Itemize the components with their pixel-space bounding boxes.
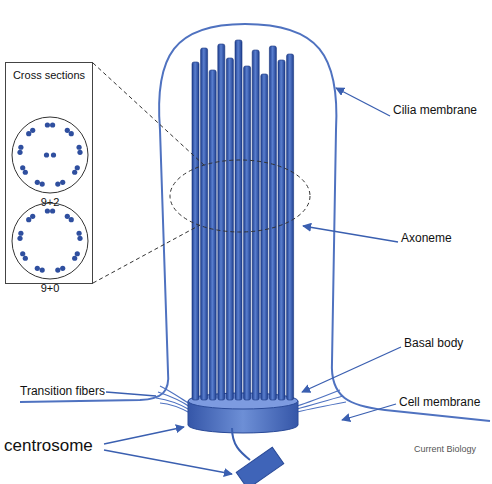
microtubule	[18, 231, 23, 236]
microtubule	[35, 266, 40, 271]
part-label: centrosome	[4, 436, 93, 456]
microtubule	[30, 214, 35, 219]
microtubule	[26, 131, 31, 136]
microtubule	[44, 152, 49, 157]
zoom-line	[93, 225, 200, 283]
microtubule	[55, 267, 60, 272]
microtubule	[55, 181, 60, 186]
axoneme-rods	[192, 40, 294, 400]
microtubule	[45, 122, 50, 127]
section-outline	[12, 117, 88, 193]
section-ellipse	[170, 160, 310, 232]
leader-lines	[104, 88, 401, 474]
microtubule	[50, 208, 55, 213]
axoneme-rod	[218, 44, 225, 400]
section-label: 9+0	[10, 282, 90, 295]
microtubule	[30, 128, 35, 133]
axoneme-rod	[261, 74, 268, 400]
microtubule	[76, 145, 81, 150]
microtubule	[18, 145, 23, 150]
microtubule	[40, 181, 45, 186]
section-label: 9+2	[10, 196, 90, 209]
microtubule	[76, 231, 81, 236]
part-label: Cilia membrane	[393, 104, 477, 118]
section-circle	[10, 115, 90, 195]
centriole-link	[232, 428, 250, 460]
microtubule	[65, 214, 70, 219]
microtubule	[35, 180, 40, 185]
microtubule	[77, 236, 82, 241]
transition-fibers	[156, 386, 346, 413]
microtubule	[23, 170, 28, 175]
axoneme-rod	[209, 70, 216, 400]
microtubule	[72, 170, 77, 175]
microtubule	[50, 122, 55, 127]
axoneme-rod	[201, 48, 208, 400]
axoneme-rod	[192, 62, 199, 400]
part-label: Transition fibers	[20, 385, 105, 399]
microtubule	[75, 251, 80, 256]
part-label: Basal body	[404, 337, 463, 351]
part-label: Cell membrane	[399, 396, 480, 410]
microtubule	[69, 217, 74, 222]
axoneme-rod	[269, 46, 276, 400]
microtubule	[40, 267, 45, 272]
centriole	[236, 447, 284, 484]
inset-box: Cross sections9+29+0	[5, 62, 93, 284]
section-outline	[12, 203, 88, 279]
microtubule	[20, 165, 25, 170]
microtubule	[72, 256, 77, 261]
cross-section: 9+2	[10, 115, 90, 209]
axoneme-rod	[252, 50, 259, 400]
microtubule	[77, 150, 82, 155]
part-label: Axoneme	[401, 232, 452, 246]
section-circle	[10, 201, 90, 281]
microtubule	[17, 236, 22, 241]
source-credit: Current Biology	[414, 444, 476, 454]
microtubule	[60, 266, 65, 271]
microtubule	[23, 256, 28, 261]
microtubule	[45, 208, 50, 213]
axoneme-rod	[278, 60, 285, 400]
microtubule	[17, 150, 22, 155]
axoneme-rod	[244, 66, 251, 400]
inset-heading: Cross sections	[6, 63, 92, 82]
cross-section: 9+0	[10, 201, 90, 295]
microtubule	[65, 128, 70, 133]
microtubule	[26, 217, 31, 222]
axoneme-rod	[287, 54, 294, 400]
axoneme-rod	[226, 58, 233, 400]
zoom-line	[93, 63, 205, 166]
microtubule	[20, 251, 25, 256]
microtubule	[60, 180, 65, 185]
microtubule	[75, 165, 80, 170]
microtubule	[69, 131, 74, 136]
microtubule	[51, 152, 56, 157]
axoneme-rod	[235, 40, 242, 400]
